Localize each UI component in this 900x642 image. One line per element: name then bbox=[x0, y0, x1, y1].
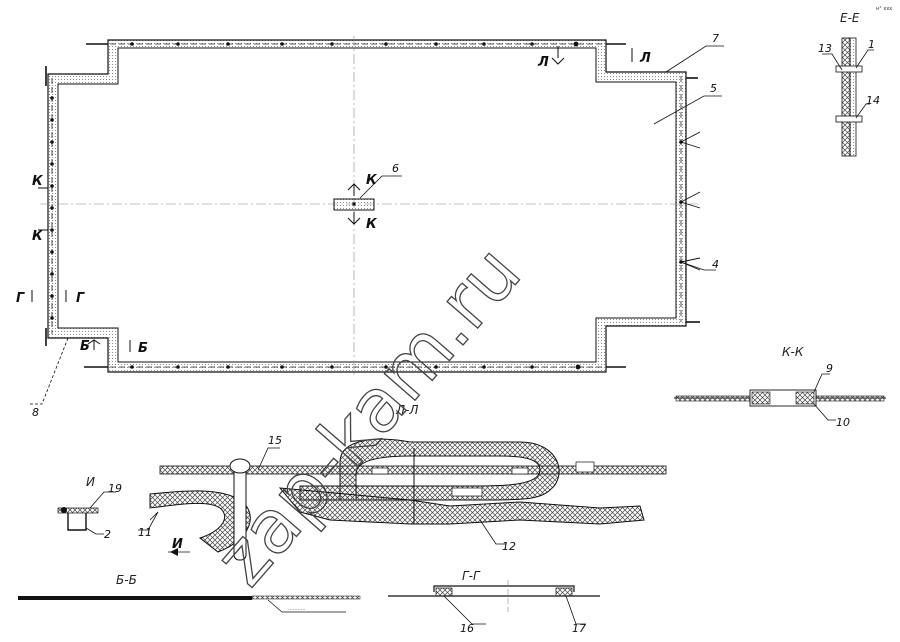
cut-markers bbox=[31, 46, 633, 352]
section-gg: Г-Г 16 17 bbox=[388, 569, 600, 635]
section-title-kk: К-К bbox=[782, 345, 804, 359]
callout-10: 10 bbox=[836, 416, 850, 429]
main-frame-plan bbox=[40, 36, 701, 378]
kk-strip-left bbox=[675, 395, 751, 402]
callout-16: 16 bbox=[460, 622, 474, 635]
cut-label-l2: Л bbox=[639, 51, 651, 66]
corner-note: н° ххх bbox=[876, 6, 892, 12]
ee-strip bbox=[841, 37, 851, 157]
callout-4: 4 bbox=[712, 258, 719, 271]
gg-plate bbox=[433, 585, 575, 592]
cut-label-l1: Л bbox=[537, 55, 549, 70]
kk-strip-right bbox=[815, 395, 885, 402]
section-ii: И 19 2 bbox=[57, 475, 122, 541]
callout-19: 19 bbox=[108, 482, 122, 495]
bb-note: ........... bbox=[288, 606, 306, 612]
ii-bracket bbox=[67, 513, 87, 531]
section-bb: Б-Б ........... bbox=[18, 573, 361, 613]
section-ee: Е-Е н° ххх 13 1 14 bbox=[818, 6, 892, 157]
section-ll: Л-Л 15 12 11 И bbox=[138, 403, 667, 561]
callout-1: 1 bbox=[868, 38, 875, 51]
callout-13: 13 bbox=[818, 42, 832, 55]
cut-label-i: И bbox=[172, 537, 183, 552]
callout-8: 8 bbox=[32, 406, 39, 419]
main-leaders bbox=[28, 45, 724, 405]
bb-strip bbox=[18, 596, 252, 600]
ll-tail bbox=[278, 487, 645, 525]
cut-label-k1: К bbox=[32, 174, 44, 189]
ll-hanging-strap bbox=[149, 490, 251, 553]
main-callouts: 7 5 6 4 8 bbox=[32, 32, 719, 419]
ee-body bbox=[849, 37, 857, 157]
callout-6: 6 bbox=[392, 162, 399, 175]
edge-ties bbox=[45, 43, 700, 368]
section-kk: К-К 9 10 bbox=[674, 345, 886, 429]
edge-dash-lines bbox=[51, 43, 682, 368]
cut-label-k2: К bbox=[32, 229, 44, 244]
callout-17: 17 bbox=[572, 622, 586, 635]
cut-labels: Л Л К К К К Г Г Б Б bbox=[16, 51, 651, 356]
ll-strap-top bbox=[159, 465, 667, 475]
ee-bolt-lower bbox=[835, 115, 863, 123]
cut-label-g2: Г bbox=[76, 291, 85, 306]
section-title-ii: И bbox=[86, 475, 95, 489]
section-title-ll: Л-Л bbox=[395, 403, 418, 417]
cut-label-g1: Г bbox=[16, 291, 25, 306]
section-title-gg: Г-Г bbox=[462, 569, 481, 583]
ee-bolt-upper bbox=[835, 65, 863, 73]
cut-label-k4: К bbox=[366, 217, 378, 232]
callout-11: 11 bbox=[138, 526, 152, 539]
cut-label-b2: Б bbox=[138, 341, 148, 356]
grommet-row bbox=[50, 41, 683, 370]
section-title-bb: Б-Б bbox=[116, 573, 137, 587]
callout-15: 15 bbox=[268, 434, 282, 447]
callout-5: 5 bbox=[710, 82, 717, 95]
callout-9: 9 bbox=[826, 362, 833, 375]
callout-14: 14 bbox=[866, 94, 880, 107]
callout-7: 7 bbox=[712, 32, 719, 45]
callout-12: 12 bbox=[502, 540, 516, 553]
cut-label-k3: К bbox=[366, 173, 378, 188]
cut-label-b1: Б bbox=[80, 339, 90, 354]
section-title-ee: Е-Е bbox=[840, 11, 860, 25]
callout-2: 2 bbox=[104, 528, 111, 541]
